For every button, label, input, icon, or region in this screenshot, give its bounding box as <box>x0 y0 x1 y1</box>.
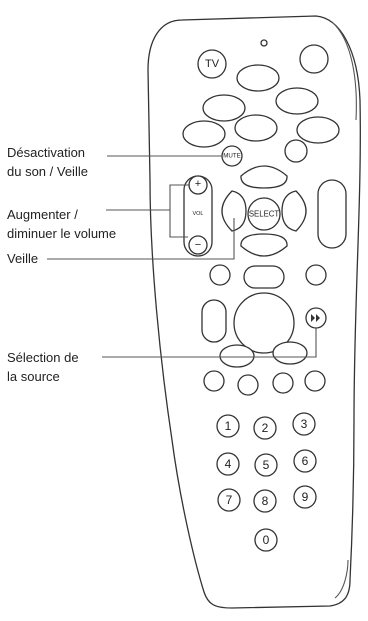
digit-label: 3 <box>301 417 308 431</box>
standby-callout-line1: Veille <box>7 249 38 268</box>
digit-button[interactable]: 0 <box>255 529 277 551</box>
top-oval-button[interactable] <box>237 65 279 91</box>
oval-button[interactable] <box>297 117 339 143</box>
source-callout-line1: Sélection de <box>7 348 79 367</box>
volume-callout: Augmenter / diminuer le volume <box>7 205 116 243</box>
source-callout: Sélection de la source <box>7 348 79 386</box>
round-button[interactable] <box>306 265 326 285</box>
digit-button[interactable]: 6 <box>294 450 316 472</box>
digit-button[interactable]: 7 <box>218 489 240 511</box>
volume-down-label: − <box>195 239 201 251</box>
select-button[interactable]: SELECT <box>248 198 280 230</box>
led-indicator <box>261 40 267 46</box>
digit-label: 2 <box>262 421 269 435</box>
round-button[interactable] <box>273 373 293 393</box>
tv-button[interactable]: TV <box>198 50 226 78</box>
digit-button[interactable]: 9 <box>294 486 316 508</box>
digit-label: 8 <box>262 494 269 508</box>
digit-button[interactable]: 3 <box>293 413 315 435</box>
mute-button[interactable]: MUTE <box>222 146 242 166</box>
top-right-round-button[interactable] <box>300 45 328 73</box>
mute-callout: Désactivation du son / Veille <box>7 143 88 181</box>
digit-label: 6 <box>302 454 309 468</box>
digit-label: 7 <box>226 493 233 507</box>
round-button[interactable] <box>210 265 230 285</box>
fast-forward-button[interactable] <box>306 308 326 328</box>
digit-button[interactable]: 4 <box>217 453 239 475</box>
oval-button[interactable] <box>220 345 254 367</box>
volume-callout-line2: diminuer le volume <box>7 224 116 243</box>
oval-button[interactable] <box>273 342 307 364</box>
digit-label: 9 <box>302 490 309 504</box>
rounded-rect-button[interactable] <box>244 266 284 288</box>
digit-label: 0 <box>263 533 270 547</box>
digit-label: 4 <box>225 457 232 471</box>
side-tall-button[interactable] <box>202 300 226 342</box>
digit-button[interactable]: 8 <box>254 490 276 512</box>
tv-label: TV <box>205 58 220 70</box>
volume-rocker[interactable]: + VOL − <box>184 176 212 256</box>
volume-up-label: + <box>195 178 201 190</box>
select-label: SELECT <box>249 210 280 219</box>
oval-button[interactable] <box>235 115 277 141</box>
round-button[interactable] <box>285 140 307 162</box>
digit-label: 1 <box>225 419 232 433</box>
digit-button[interactable]: 5 <box>255 454 277 476</box>
oval-button[interactable] <box>276 88 318 114</box>
mute-label: MUTE <box>223 153 241 160</box>
round-button[interactable] <box>204 371 224 391</box>
mute-callout-line1: Désactivation <box>7 143 88 162</box>
mute-callout-line2: du son / Veille <box>7 162 88 181</box>
digit-button[interactable]: 2 <box>254 417 276 439</box>
oval-button[interactable] <box>203 95 245 121</box>
side-tall-button[interactable] <box>318 180 346 248</box>
volume-label: VOL <box>192 211 203 217</box>
standby-callout: Veille <box>7 249 38 268</box>
digit-button[interactable]: 1 <box>217 415 239 437</box>
oval-button[interactable] <box>183 121 225 147</box>
round-button[interactable] <box>238 375 258 395</box>
source-callout-line2: la source <box>7 367 79 386</box>
volume-callout-line1: Augmenter / <box>7 205 116 224</box>
round-button[interactable] <box>305 371 325 391</box>
digit-label: 5 <box>263 458 270 472</box>
